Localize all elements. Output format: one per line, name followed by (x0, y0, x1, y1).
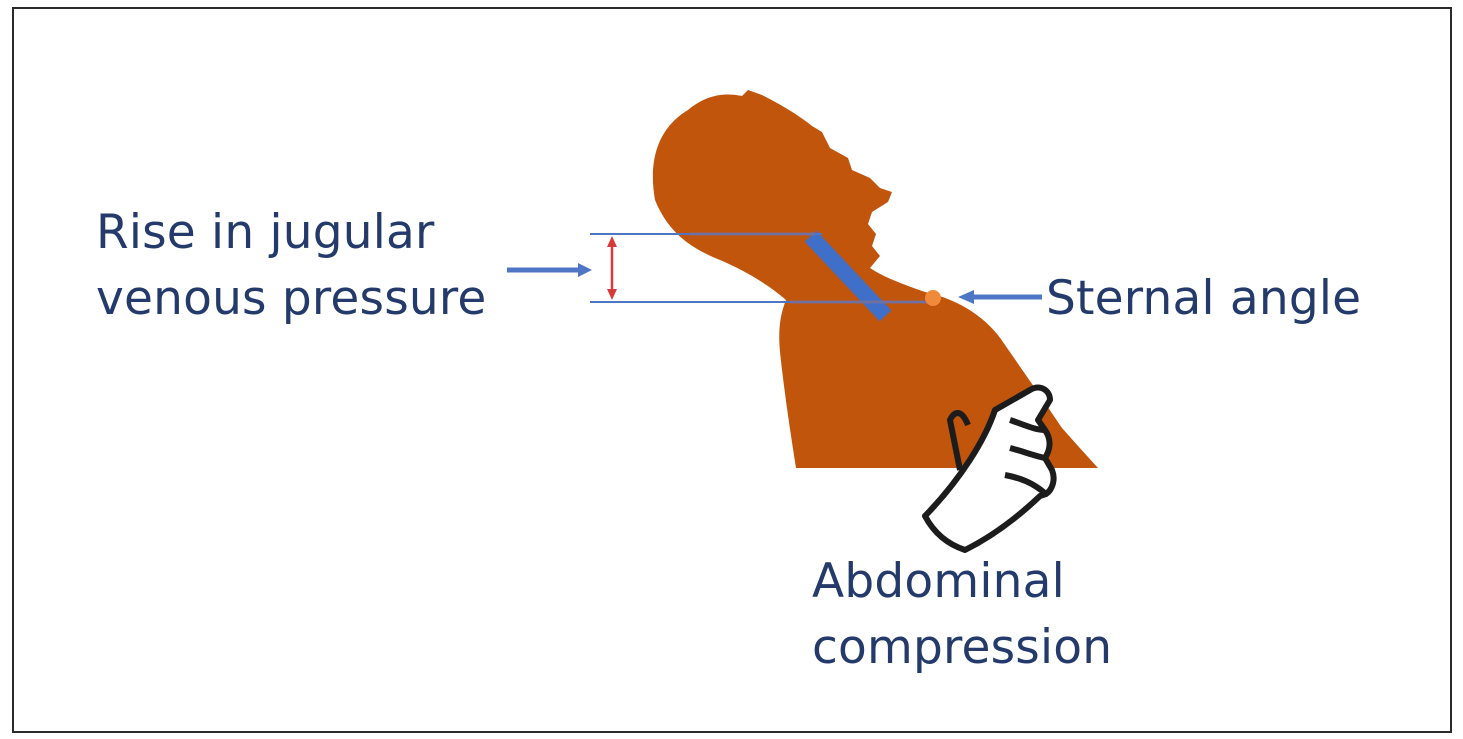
abdominal-label-line1: Abdominal (812, 549, 1112, 615)
arrow-left-icon (958, 290, 1042, 304)
jvp-label: Rise in jugular venous pressure (96, 200, 487, 332)
jvp-label-line1: Rise in jugular (96, 200, 487, 266)
jvp-label-line2: venous pressure (96, 266, 487, 332)
jvp-height-measure (607, 236, 617, 300)
sternal-angle-label: Sternal angle (1046, 266, 1361, 332)
abdominal-label-line2: compression (812, 615, 1112, 681)
arrow-right-icon (507, 263, 592, 277)
abdominal-compression-label: Abdominal compression (812, 549, 1112, 681)
sternal-angle-marker (925, 290, 941, 306)
sternal-angle-text: Sternal angle (1046, 266, 1361, 332)
